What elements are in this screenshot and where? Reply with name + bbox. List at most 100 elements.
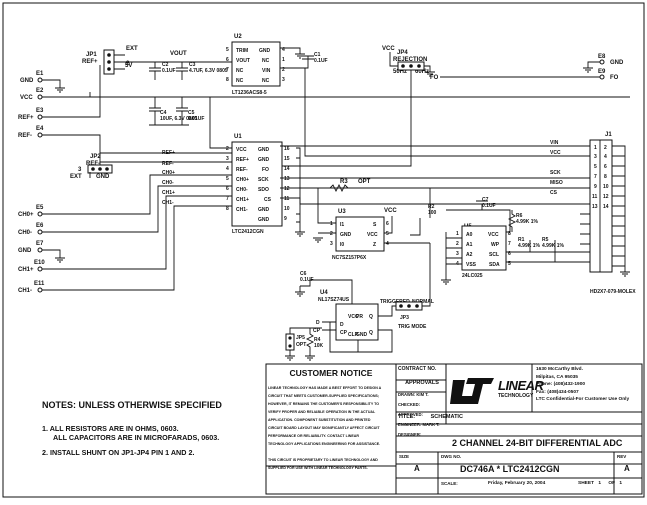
svg-text:6: 6 — [226, 57, 229, 63]
svg-text:50Hz: 50Hz — [393, 69, 407, 75]
external-pins-left: E1 GND E2 VCC E3 REF+ E4 REF- E5 CH0 — [18, 65, 630, 294]
svg-text:VIN: VIN — [550, 140, 559, 146]
svg-text:8: 8 — [508, 231, 511, 237]
linear-logo — [450, 378, 494, 404]
svg-text:C2: C2 — [162, 62, 169, 68]
svg-text:3: 3 — [594, 154, 597, 160]
svg-text:5V: 5V — [125, 63, 132, 69]
svg-text:2: 2 — [226, 146, 229, 152]
svg-text:9: 9 — [594, 184, 597, 190]
svg-text:I1: I1 — [340, 222, 344, 228]
svg-text:VCC: VCC — [382, 46, 395, 52]
svg-text:9: 9 — [284, 216, 287, 222]
of-number: 1 — [619, 481, 623, 486]
svg-text:14: 14 — [284, 166, 290, 172]
svg-text:C4: C4 — [160, 110, 167, 116]
svg-text:REJECTION: REJECTION — [393, 57, 427, 63]
svg-text:FO: FO — [610, 75, 619, 81]
svg-text:R2: R2 — [428, 204, 435, 210]
svg-text:NL17SZ74US: NL17SZ74US — [318, 297, 350, 303]
description: 2 CHANNEL 24-BIT DIFFERENTIAL ADC — [452, 438, 623, 448]
scale-label: SCALE: — [441, 481, 458, 486]
drawn-by: KIM T. — [416, 392, 429, 397]
svg-text:2: 2 — [330, 231, 333, 237]
notice-line-6: CIRCUIT BOARD LAYOUT MAY SIGNIFICANTLY A… — [268, 426, 380, 430]
ic-u1: U1 VCC REF+ REF- CH0+ CH0- CH1+ CH1- GND… — [209, 97, 590, 237]
pin-e7: E7 GND — [18, 241, 65, 263]
svg-text:7: 7 — [594, 174, 597, 180]
pin-e3: E3 REF+ — [18, 65, 101, 121]
notice-line-7: PERFORMANCE OR RELIABILITY. CONTACT LINE… — [268, 434, 359, 438]
svg-text:EXT: EXT — [126, 46, 138, 52]
confidential: LTC Confidential-For Customer Use Only — [536, 397, 630, 402]
ic-u2: U2 TRIM VOUT NC NC GND NC VIN NC 5 6 7 8… — [226, 34, 306, 97]
connector-j1: J1 1 2 3 4 5 6 7 8 9 10 11 12 13 14 HD2X… — [280, 97, 636, 295]
svg-text:7: 7 — [508, 241, 511, 247]
pin-e4: E4 REF- — [18, 126, 101, 162]
svg-text:E5: E5 — [36, 205, 44, 211]
svg-text:0.1UF: 0.1UF — [314, 58, 328, 64]
svg-text:C5: C5 — [188, 110, 195, 116]
svg-text:FO: FO — [430, 75, 439, 81]
svg-text:MISO: MISO — [550, 180, 563, 186]
svg-text:E3: E3 — [36, 108, 44, 114]
svg-text:REF+: REF+ — [82, 59, 98, 65]
svg-text:NC: NC — [236, 68, 244, 74]
sheet-info: SHEET 1 OF 1 — [578, 481, 622, 486]
note-2: 2. INSTALL SHUNT ON JP1-JP4 PIN 1 AND 2. — [42, 448, 195, 457]
title-row: TITLE: SCHEMATIC — [398, 414, 463, 420]
title-block-frame — [265, 363, 643, 495]
notice-footer-2: SUPPLIED FOR USE WITH LINEAR TECHNOLOGY … — [268, 466, 368, 470]
svg-text:3: 3 — [456, 251, 459, 257]
svg-text:CH1+: CH1+ — [162, 190, 175, 196]
svg-text:I0: I0 — [340, 242, 344, 248]
svg-text:VCC: VCC — [488, 232, 499, 238]
contract-label: CONTRACT NO. — [398, 366, 437, 372]
svg-text:D: D — [340, 322, 344, 328]
svg-text:GND: GND — [18, 248, 32, 254]
svg-text:CH1-: CH1- — [162, 200, 174, 206]
svg-text:12: 12 — [603, 194, 609, 200]
svg-text:0.1UF: 0.1UF — [300, 277, 314, 283]
svg-text:Z: Z — [373, 242, 376, 248]
svg-text:REF+: REF+ — [236, 157, 249, 163]
svg-text:SCK: SCK — [550, 170, 561, 176]
svg-text:1: 1 — [594, 145, 597, 151]
svg-text:CH1-: CH1- — [236, 207, 248, 213]
svg-text:3: 3 — [226, 156, 229, 162]
svg-text:VCC: VCC — [20, 95, 33, 101]
svg-text:14: 14 — [603, 204, 609, 210]
svg-text:CS: CS — [550, 190, 558, 196]
jumper-jp5: JP5 OPT R4 10K — [285, 327, 324, 361]
logo-text: LINEAR — [498, 378, 544, 393]
customer-notice: CUSTOMER NOTICE LINEAR TECHNOLOGY HAS MA… — [268, 366, 394, 472]
svg-text:1: 1 — [456, 231, 459, 237]
svg-text:REF-: REF- — [162, 161, 174, 167]
svg-text:REF-: REF- — [236, 167, 248, 173]
svg-text:CH0-: CH0- — [18, 230, 32, 236]
jumper-jp2: JP2 REF- 3 EXT GND — [70, 154, 232, 180]
svg-text:C6: C6 — [300, 271, 307, 277]
svg-text:R6: R6 — [516, 213, 523, 219]
svg-text:VSS: VSS — [466, 262, 477, 268]
svg-text:JP4: JP4 — [397, 50, 408, 56]
svg-text:VCC: VCC — [348, 314, 359, 320]
address-line-1: 1630 McCarthy Blvd. — [536, 367, 583, 372]
svg-text:REF+: REF+ — [18, 115, 34, 121]
sheet-number: 1 — [598, 481, 602, 486]
svg-text:SCK: SCK — [258, 177, 269, 183]
resistor-r2: R2 100 — [410, 204, 437, 236]
svg-text:U2: U2 — [234, 34, 242, 40]
svg-text:TRIG MODE: TRIG MODE — [398, 324, 427, 330]
designer-label: DESIGNER: — [398, 432, 422, 437]
customer-notice-title: CUSTOMER NOTICE — [289, 368, 373, 378]
caps-c2-c3: C2 0.1UF C3 4.7UF, 6.3V 0805 — [149, 62, 228, 80]
svg-text:0.1UF: 0.1UF — [162, 68, 176, 74]
svg-text:E1: E1 — [36, 71, 44, 77]
svg-text:10: 10 — [603, 184, 609, 190]
pin-e2: E2 VCC — [20, 88, 630, 101]
svg-text:GND: GND — [96, 174, 110, 180]
svg-text:CLR: CLR — [348, 332, 359, 338]
svg-text:0.01UF: 0.01UF — [188, 116, 204, 122]
notes-block: NOTES: UNLESS OTHERWISE SPECIFIED 1. ALL… — [42, 400, 222, 457]
